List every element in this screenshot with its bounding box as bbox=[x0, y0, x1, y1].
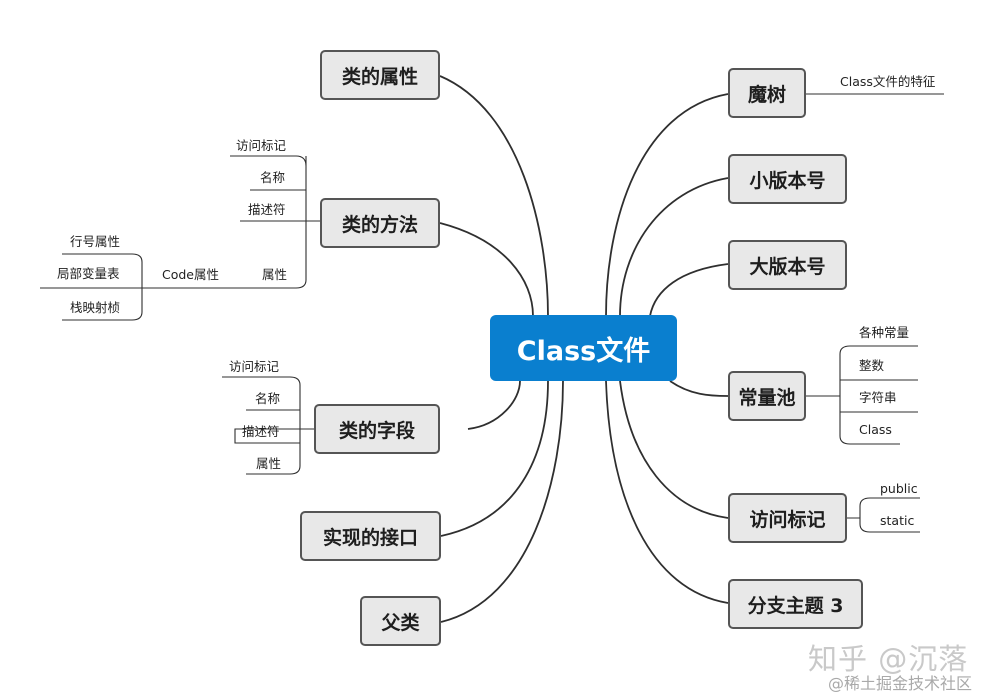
watermark-zhihu: 知乎 @沉落 bbox=[808, 642, 969, 676]
methods-leaf-attribute: 属性 bbox=[262, 267, 288, 282]
line-center-branch3 bbox=[605, 380, 729, 604]
central-node[interactable]: Class文件 bbox=[490, 315, 677, 381]
line-center-interfaces bbox=[440, 380, 549, 537]
node-major-version[interactable]: 大版本号 bbox=[728, 240, 847, 290]
fields-leaf-attribute: 属性 bbox=[256, 456, 282, 471]
pool-leaf-class: Class bbox=[859, 422, 892, 437]
node-class-attributes[interactable]: 类的属性 bbox=[320, 50, 440, 100]
bracket-fields bbox=[222, 376, 314, 475]
fields-leaf-name: 名称 bbox=[255, 391, 281, 406]
node-branch3[interactable]: 分支主题 3 bbox=[728, 579, 863, 629]
code-attribute-label: Code属性 bbox=[162, 267, 220, 282]
node-superclass[interactable]: 父类 bbox=[360, 596, 441, 646]
line-center-access bbox=[619, 380, 729, 519]
line-center-major bbox=[649, 263, 729, 317]
line-center-class-attributes bbox=[439, 75, 549, 317]
pool-leaf-integer: 整数 bbox=[859, 358, 885, 373]
line-center-minor bbox=[619, 177, 729, 317]
node-magic[interactable]: 魔树 bbox=[728, 68, 806, 118]
code-leaf-stack-map: 栈映射桢 bbox=[70, 300, 121, 315]
code-leaf-line-number: 行号属性 bbox=[70, 234, 121, 249]
node-constant-pool[interactable]: 常量池 bbox=[728, 371, 806, 421]
node-access-flags[interactable]: 访问标记 bbox=[728, 493, 847, 543]
node-interfaces[interactable]: 实现的接口 bbox=[300, 511, 441, 561]
code-leaf-local-vars: 局部变量表 bbox=[57, 266, 120, 281]
fields-leaf-access: 访问标记 bbox=[229, 359, 280, 374]
bracket-pool bbox=[806, 345, 918, 445]
bracket-methods bbox=[40, 155, 320, 289]
line-center-fields bbox=[467, 380, 521, 430]
watermark-juejin: @稀土掘金技术社区 bbox=[828, 674, 973, 693]
access-leaf-public: public bbox=[880, 481, 918, 496]
bracket-access bbox=[806, 497, 920, 533]
node-methods[interactable]: 类的方法 bbox=[320, 198, 440, 248]
line-center-methods bbox=[439, 222, 534, 317]
pool-leaf-constants: 各种常量 bbox=[859, 325, 910, 340]
node-minor-version[interactable]: 小版本号 bbox=[728, 154, 847, 204]
access-leaf-static: static bbox=[880, 513, 915, 528]
line-center-magic bbox=[605, 93, 729, 317]
line-center-pool bbox=[669, 380, 729, 397]
methods-leaf-name: 名称 bbox=[260, 170, 286, 185]
bracket-code bbox=[50, 253, 143, 321]
methods-leaf-descriptor: 描述符 bbox=[248, 202, 286, 217]
line-center-superclass bbox=[440, 380, 564, 623]
methods-leaf-access: 访问标记 bbox=[236, 138, 287, 153]
pool-leaf-string: 字符串 bbox=[859, 390, 897, 405]
magic-leaf: Class文件的特征 bbox=[840, 74, 936, 89]
fields-leaf-descriptor: 描述符 bbox=[242, 424, 280, 439]
node-fields[interactable]: 类的字段 bbox=[314, 404, 440, 454]
